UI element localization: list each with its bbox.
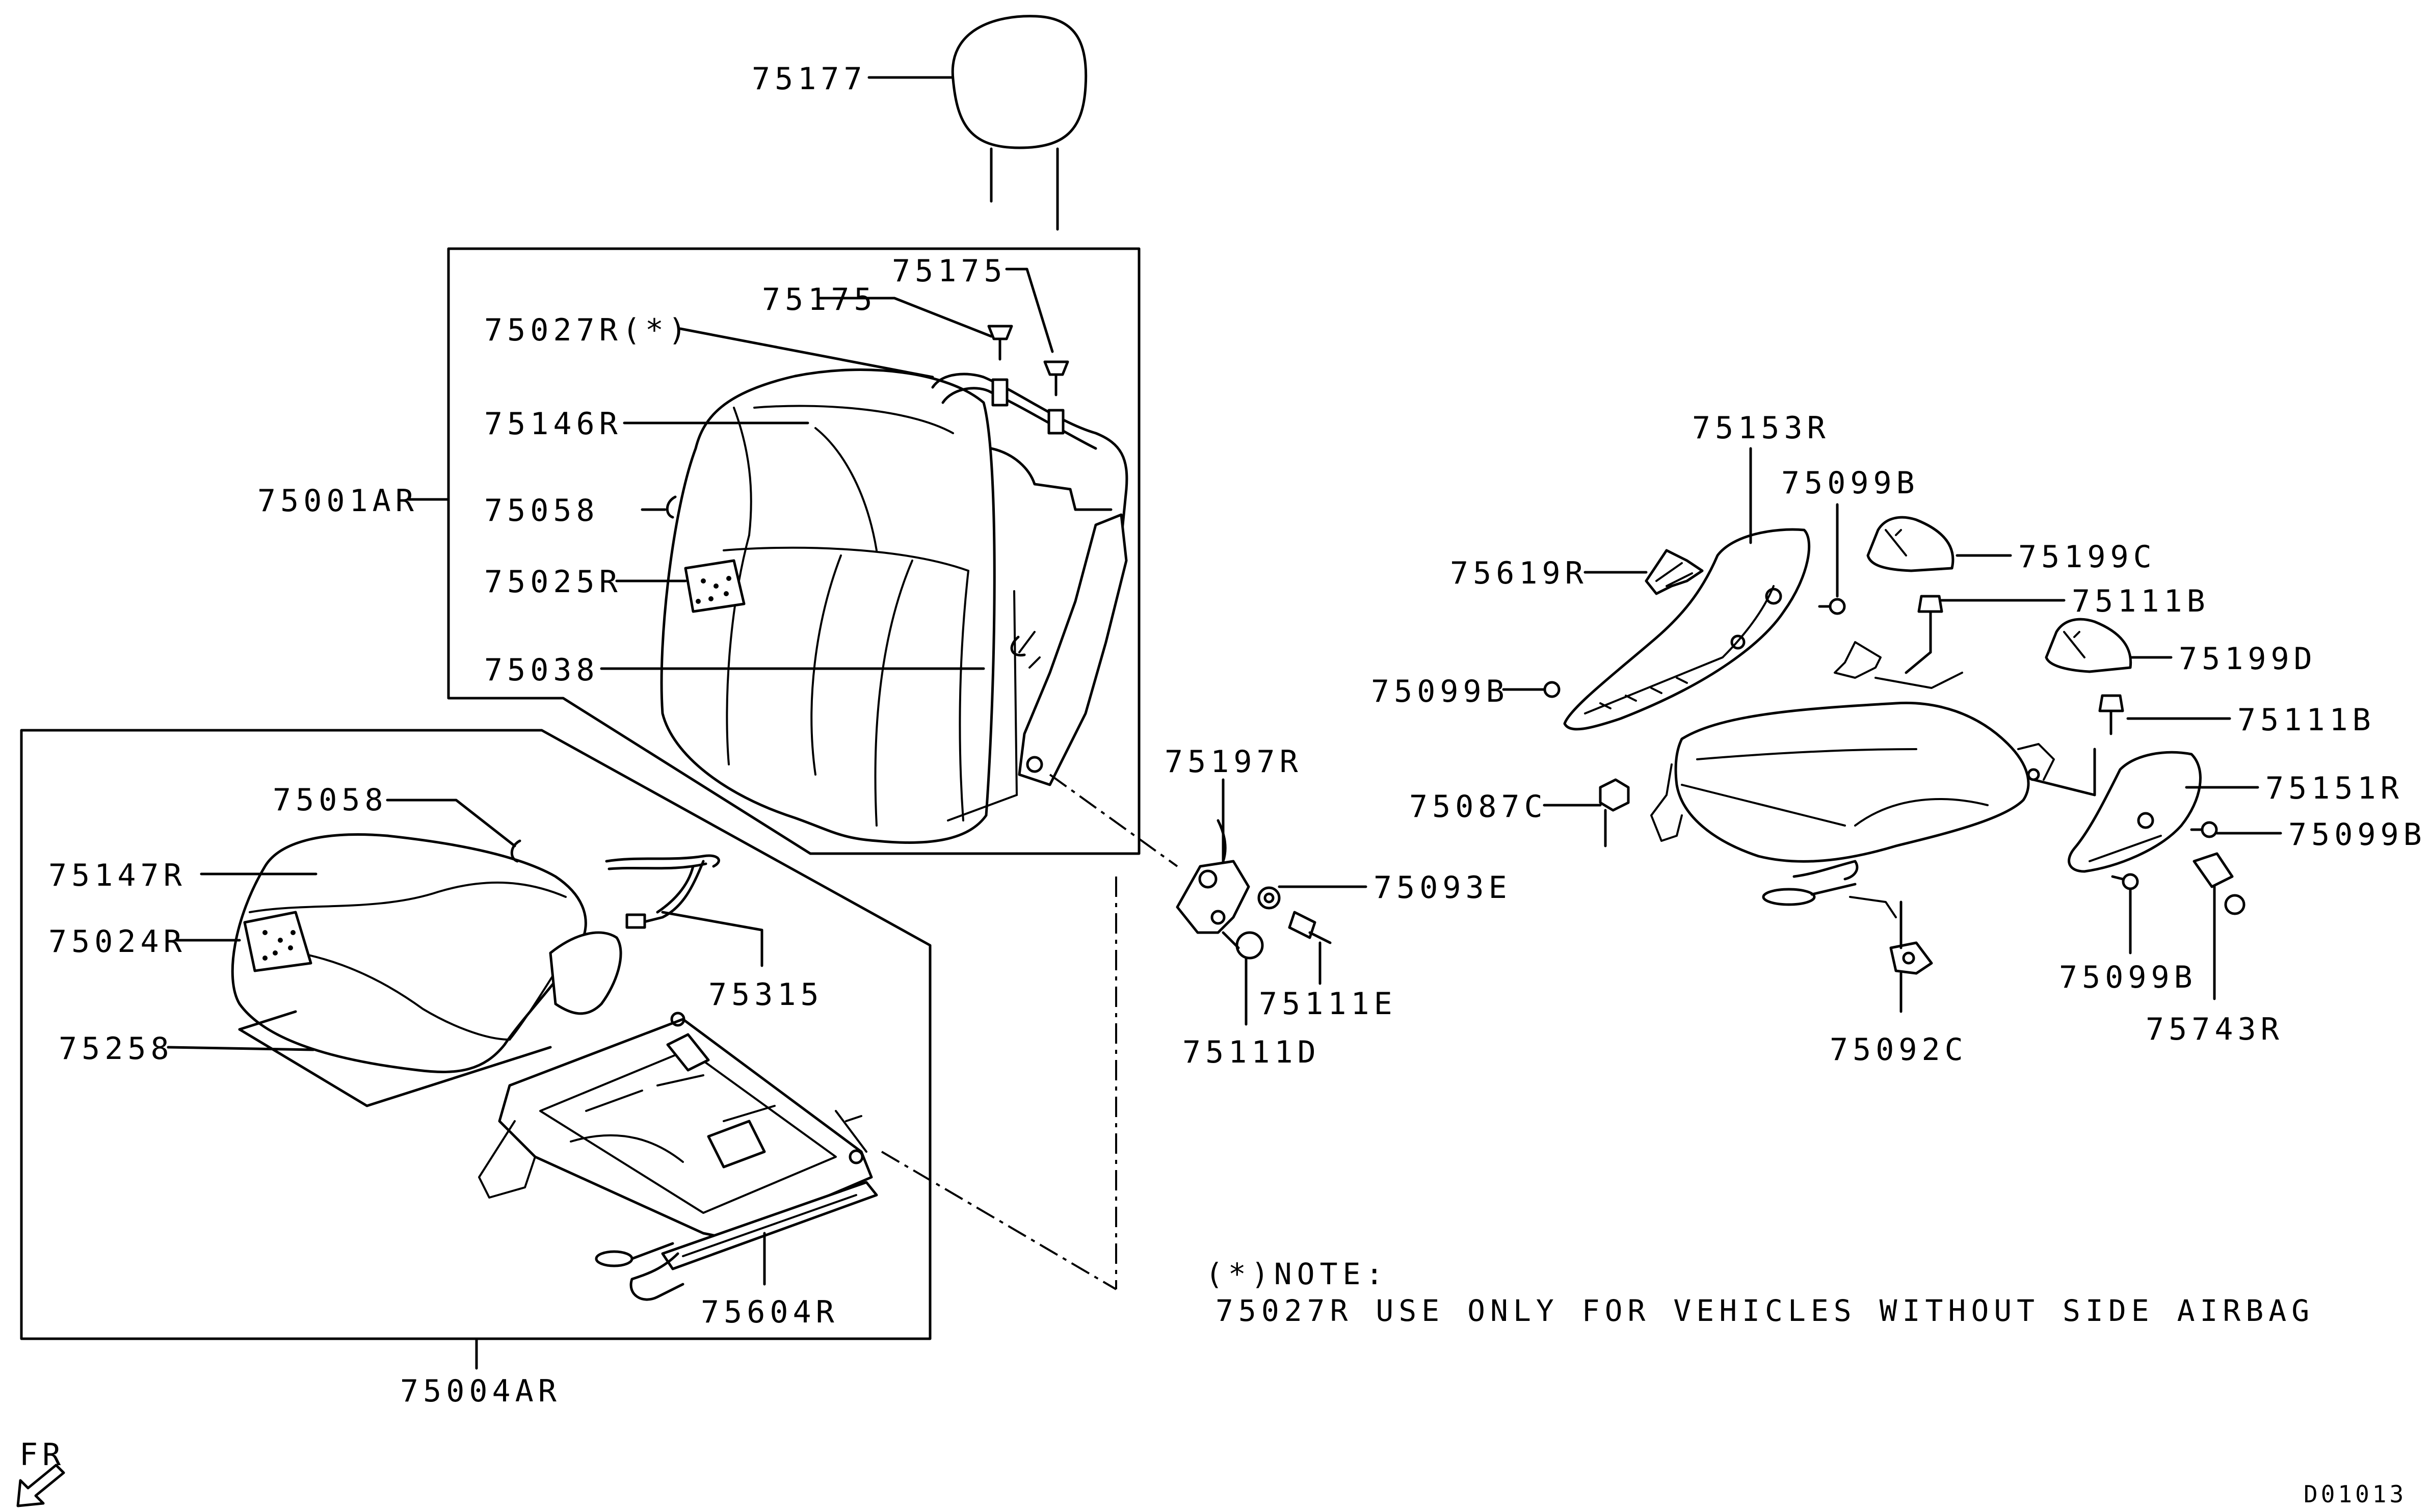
label-75197R: 75197R — [1165, 744, 1303, 780]
cushion-sheet — [238, 1010, 552, 1107]
wiring-harness — [605, 854, 720, 929]
side-shield-inner — [1563, 528, 1811, 731]
label-75024R: 75024R — [48, 924, 187, 960]
label-75004AR: 75004AR — [400, 1373, 561, 1409]
label-75087C: 75087C — [1409, 789, 1547, 825]
label-75058-lower: 75058 — [273, 782, 388, 818]
diagram-code: D01013 — [2304, 1480, 2407, 1508]
label-75153R: 75153R — [1692, 410, 1830, 446]
label-75146R: 75146R — [484, 406, 622, 442]
cushion-frame-assembly — [1650, 641, 2055, 918]
seat-back-group-box — [406, 247, 1141, 855]
label-75099B-top: 75099B — [1781, 465, 1919, 501]
headrest — [867, 15, 1088, 231]
label-75175-lower: 75175 — [762, 282, 877, 317]
label-75151R: 75151R — [2265, 771, 2403, 806]
seat-cushion — [231, 833, 622, 1073]
seat-back-frame — [931, 373, 1128, 821]
label-75199C: 75199C — [2018, 539, 2156, 575]
label-75315: 75315 — [708, 977, 824, 1013]
label-75099B-bottom: 75099B — [2059, 960, 2197, 995]
note-text: 75027R USE ONLY FOR VEHICLES WITHOUT SID… — [1216, 1293, 2314, 1328]
label-75111B-upper: 75111B — [2072, 583, 2210, 619]
label-75001AR: 75001AR — [257, 483, 418, 519]
label-75147R: 75147R — [48, 858, 187, 893]
side-shield-outer — [2068, 751, 2202, 873]
recliner-hinge-parts — [881, 774, 1332, 1290]
label-75025R: 75025R — [484, 564, 622, 600]
label-75111E: 75111E — [1259, 986, 1397, 1022]
bolts-75099B — [1533, 598, 2218, 890]
seat-belt-guide — [2193, 852, 2246, 915]
label-75258: 75258 — [59, 1031, 174, 1067]
label-75619R: 75619R — [1450, 555, 1588, 591]
cover-caps — [1866, 516, 2132, 673]
label-75111D: 75111D — [1182, 1034, 1320, 1070]
note-heading: (*)NOTE: — [1205, 1257, 1388, 1291]
seat-back-pad — [684, 559, 746, 613]
label-75175-upper: 75175 — [892, 253, 1007, 289]
seat-cushion-pad — [243, 911, 312, 972]
headrest-guides — [987, 325, 1069, 435]
label-75111B-lower: 75111B — [2237, 702, 2375, 738]
label-75177: 75177 — [752, 61, 867, 97]
clip-75092C — [1889, 941, 1933, 975]
label-75604R: 75604R — [701, 1294, 839, 1330]
seat-back-leaders — [600, 268, 1054, 670]
label-75092C: 75092C — [1830, 1032, 1968, 1068]
label-75058-upper: 75058 — [484, 493, 599, 528]
knob-bracket — [1645, 549, 1704, 595]
seat-adjuster-frame — [478, 1012, 878, 1301]
cushion-frame-leaders — [1502, 447, 2282, 1013]
front-direction-arrow-icon — [16, 1464, 65, 1507]
label-75027R: 75027R(*) — [484, 312, 691, 348]
seat-cushion-leaders — [167, 799, 763, 1051]
label-75099B-left: 75099B — [1371, 674, 1509, 709]
label-75093E: 75093E — [1374, 870, 1512, 906]
seat-cushion-group-box — [20, 729, 932, 1370]
label-75199D: 75199D — [2179, 641, 2317, 677]
bolts-75111B — [1917, 595, 2124, 735]
recliner-hinge-leaders — [1222, 778, 1367, 1026]
label-75743R: 75743R — [2146, 1012, 2284, 1047]
seat-back-cushion — [660, 368, 996, 844]
label-75099B-right: 75099B — [2288, 817, 2426, 853]
nut-75087C — [1599, 778, 1630, 812]
label-75038: 75038 — [484, 652, 599, 688]
